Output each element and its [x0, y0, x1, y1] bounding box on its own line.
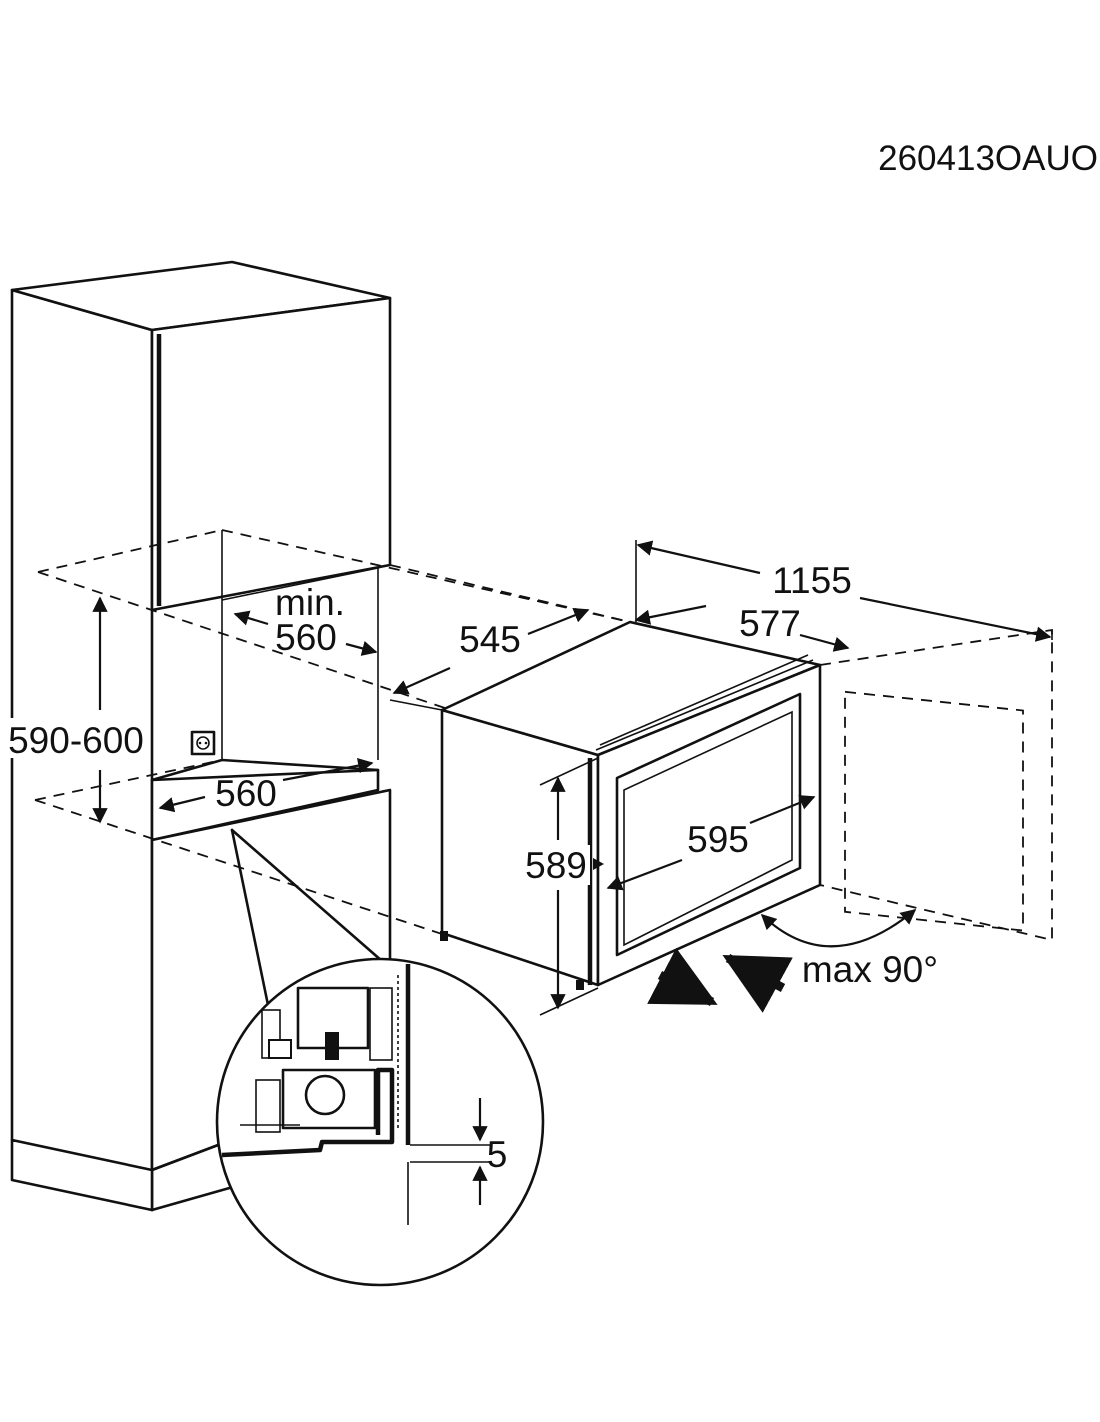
power-socket-icon: [190, 730, 216, 756]
door-glass: [615, 692, 802, 957]
label-front-height: 589: [525, 845, 587, 886]
dimension-lines: [92, 540, 1053, 1016]
detail-callout: [215, 828, 545, 1287]
label-gap: 5: [487, 1134, 508, 1175]
label-appliance-width: 577: [739, 603, 801, 644]
label-cabinet-height: 590-600: [8, 720, 144, 761]
dimension-labels: 590-600 min. 560 560 545 577 1155 595 58…: [2, 560, 938, 1175]
open-door-outline: [844, 690, 1024, 932]
label-niche-width: 560: [275, 617, 337, 658]
label-appliance-depth: 545: [459, 619, 521, 660]
cabinet-upper-door: [150, 296, 392, 612]
label-front-width: 595: [687, 819, 749, 860]
drawing-code: 260413OAUO: [878, 139, 1098, 178]
door-handle-icon: [593, 858, 604, 870]
label-door-opening: max 90°: [802, 949, 938, 990]
label-overall-width: 1155: [772, 560, 852, 601]
label-niche-depth: 560: [215, 773, 277, 814]
label-min: min.: [275, 582, 345, 623]
appliance: [440, 620, 1053, 990]
